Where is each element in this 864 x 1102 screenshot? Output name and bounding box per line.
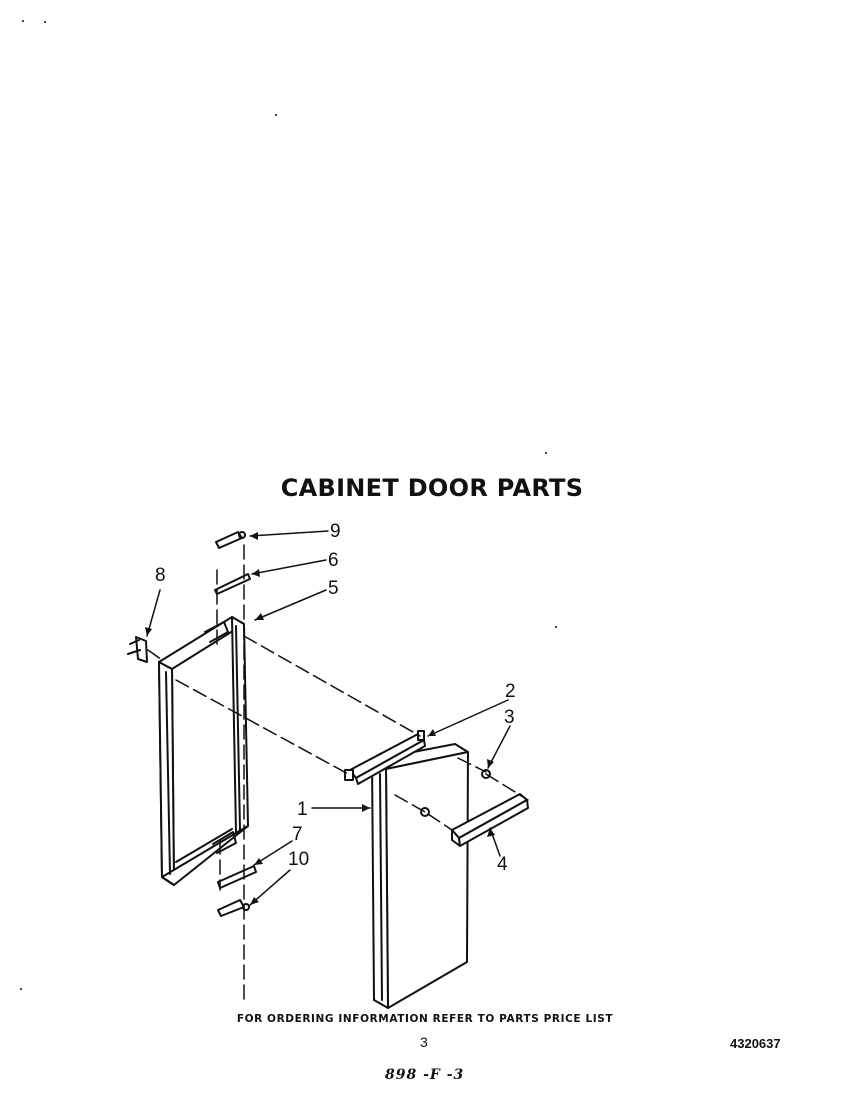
callout-7: 7 — [292, 824, 303, 845]
scan-speck — [555, 626, 557, 628]
document-part-code: 4320637 — [730, 1036, 781, 1051]
callout-4: 4 — [497, 854, 508, 875]
top-trim-strip — [344, 730, 426, 785]
callout-2: 2 — [505, 681, 516, 702]
scan-speck — [44, 21, 46, 23]
outer-door-panel — [371, 743, 469, 1009]
callout-6: 6 — [328, 550, 339, 571]
left-hinge-bracket — [127, 636, 148, 663]
upper-hinge-pin — [215, 531, 246, 549]
page-number: 3 — [420, 1034, 428, 1050]
scan-speck — [20, 988, 22, 990]
scan-speck — [545, 452, 547, 454]
callout-10: 10 — [288, 849, 309, 870]
scan-speck — [275, 114, 277, 116]
callout-8: 8 — [155, 565, 166, 586]
inner-door-frame — [158, 616, 249, 886]
callout-1: 1 — [297, 799, 308, 820]
lower-hinge-bushing — [217, 865, 257, 889]
callout-3: 3 — [504, 707, 515, 728]
ordering-note: FOR ORDERING INFORMATION REFER TO PARTS … — [236, 1013, 614, 1025]
page-title: CABINET DOOR PARTS — [280, 474, 584, 502]
handwritten-note: 898 -F -3 — [385, 1067, 465, 1083]
callout-9: 9 — [330, 521, 341, 542]
scan-speck — [22, 20, 24, 22]
callout-5: 5 — [328, 578, 339, 599]
handle-screws — [420, 769, 491, 817]
